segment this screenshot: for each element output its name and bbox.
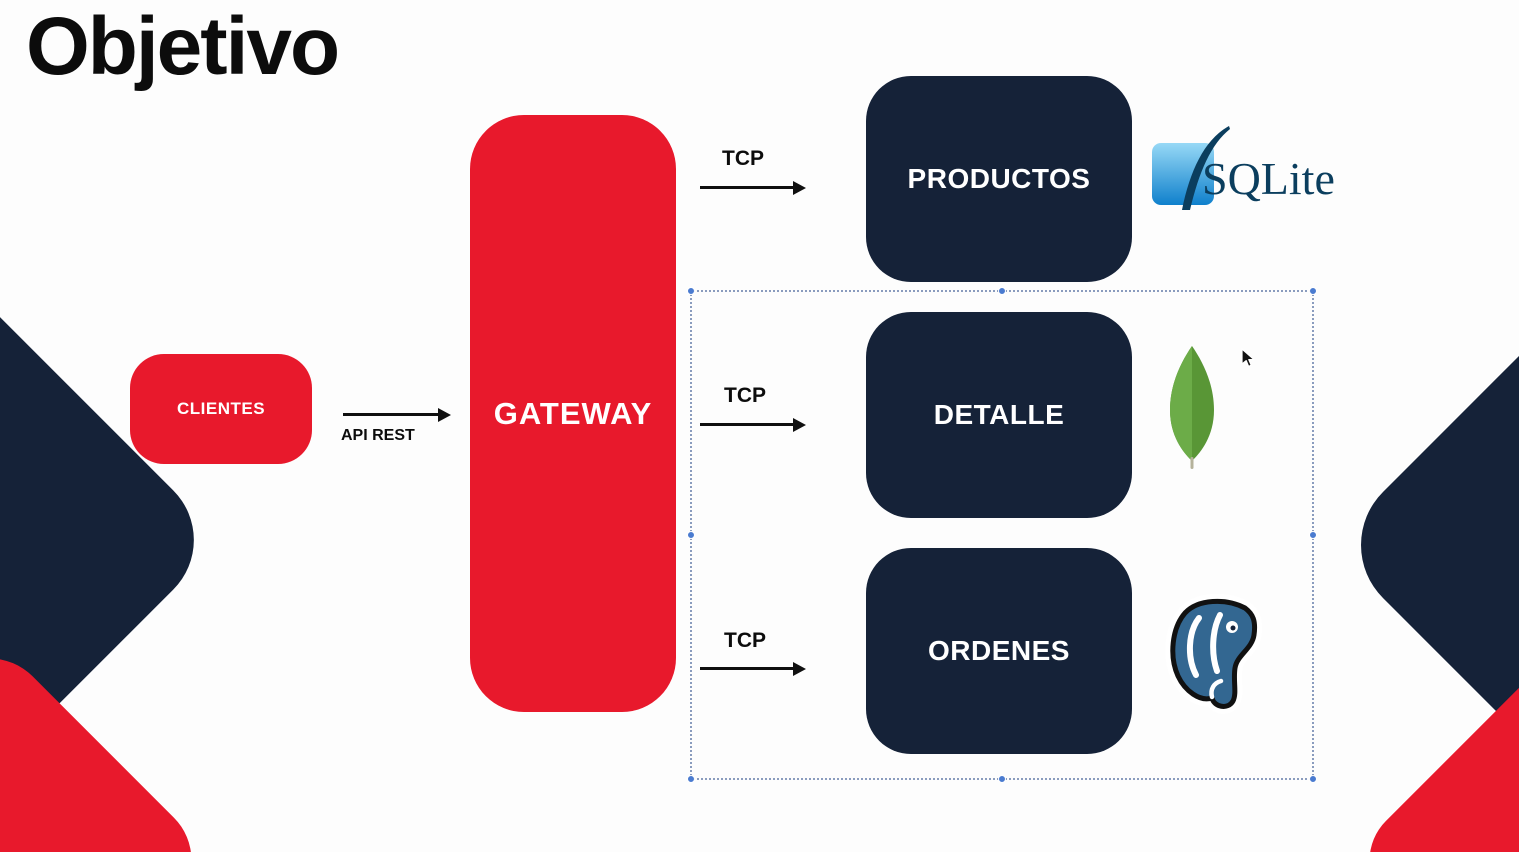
- sqlite-quill: [1182, 126, 1230, 210]
- service-node-ordenes[interactable]: ORDENES: [866, 548, 1132, 754]
- tcp-label-productos: TCP: [722, 147, 764, 170]
- sqlite-logo[interactable]: SQLite: [1150, 126, 1355, 222]
- postgresql-elephant-logo[interactable]: [1150, 590, 1280, 720]
- service-node-ordenes-label: ORDENES: [928, 635, 1070, 666]
- sqlite-wordmark: SQLite: [1202, 153, 1335, 204]
- gateway-node-label: GATEWAY: [493, 395, 653, 431]
- postgresql-elephant-icon: [1165, 593, 1263, 714]
- selection-handle-top-middle[interactable]: [998, 287, 1006, 295]
- elephant-stripe-left: [1187, 615, 1202, 678]
- service-node-detalle[interactable]: DETALLE: [866, 312, 1132, 518]
- tcp-label-ordenes: TCP: [724, 629, 766, 652]
- service-node-productos[interactable]: PRODUCTOS: [866, 76, 1132, 282]
- elephant-pupil: [1230, 625, 1236, 631]
- selection-handle-top-left[interactable]: [687, 287, 695, 295]
- arrow-gateway-to-detalle[interactable]: [700, 417, 806, 432]
- selection-handle-top-right[interactable]: [1309, 287, 1317, 295]
- service-node-detalle-label: DETALLE: [933, 399, 1065, 430]
- arrow-gateway-to-ordenes[interactable]: [700, 661, 806, 676]
- mongodb-leaf-stem: [1190, 457, 1194, 469]
- mongodb-leaf-left-half: [1170, 346, 1192, 464]
- tcp-label-detalle: TCP: [724, 384, 766, 407]
- mouse-cursor-icon: [1240, 348, 1260, 373]
- service-node-productos-label: PRODUCTOS: [907, 163, 1091, 194]
- selection-handle-middle-left[interactable]: [687, 531, 695, 539]
- clientes-node[interactable]: CLIENTES: [130, 354, 312, 464]
- mongodb-leaf-icon: [1170, 346, 1214, 469]
- api-rest-label: API REST: [341, 427, 415, 444]
- selection-handle-bottom-left[interactable]: [687, 775, 695, 783]
- mongodb-leaf-logo[interactable]: [1163, 344, 1221, 470]
- page-title: Objetivo: [26, 1, 340, 92]
- arrow-gateway-to-productos[interactable]: [700, 180, 806, 195]
- selection-handle-middle-right[interactable]: [1309, 531, 1317, 539]
- selection-handle-bottom-middle[interactable]: [998, 775, 1006, 783]
- selection-handle-bottom-right[interactable]: [1309, 775, 1317, 783]
- elephant-tail: [1209, 678, 1224, 700]
- gateway-node[interactable]: GATEWAY: [470, 115, 676, 712]
- elephant-stripe-right: [1210, 612, 1223, 674]
- sqlite-feather-icon: [1152, 126, 1230, 210]
- selection-marquee[interactable]: [687, 287, 1317, 783]
- sqlite-square: [1152, 143, 1214, 205]
- arrow-clientes-to-gateway[interactable]: [343, 407, 451, 422]
- clientes-node-label: CLIENTES: [176, 399, 266, 418]
